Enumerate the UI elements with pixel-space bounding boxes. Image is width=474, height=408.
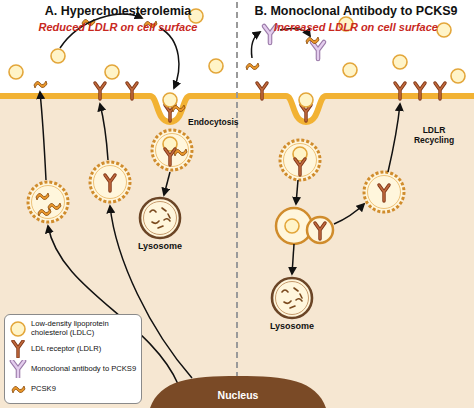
lysosome: Lysosome bbox=[130, 196, 190, 256]
endocytic-vesicle bbox=[152, 130, 192, 170]
ldlr-receptor bbox=[105, 175, 115, 191]
flow-arrow bbox=[100, 104, 108, 160]
legend-symbol bbox=[9, 340, 27, 358]
ldl-particle bbox=[105, 65, 119, 79]
secretory-vesicle bbox=[90, 162, 130, 202]
ldl-particle bbox=[163, 93, 177, 107]
endocytic-vesicle bbox=[280, 140, 320, 180]
lysosome: Lysosome bbox=[262, 276, 322, 336]
antibody-swatch bbox=[12, 361, 24, 378]
recycling-vesicle bbox=[364, 172, 404, 212]
ldl-particle bbox=[9, 65, 23, 79]
ldlr-receptor bbox=[435, 83, 445, 99]
degraded-fragment bbox=[150, 208, 170, 228]
nucleus-label: Nucleus bbox=[150, 389, 326, 401]
lysosome-label: Lysosome bbox=[130, 241, 190, 251]
ldlr-swatch bbox=[13, 341, 23, 357]
flow-arrow bbox=[388, 104, 400, 172]
ldlr-receptor bbox=[315, 223, 325, 239]
panel-title: A. Hypercholesterolemia bbox=[0, 4, 236, 18]
step-label: Endocytosis bbox=[188, 118, 238, 128]
ldl-particle bbox=[299, 93, 313, 107]
flow-arrow bbox=[160, 28, 179, 88]
pcsk9-protein bbox=[306, 37, 319, 44]
lysosome-inner bbox=[276, 282, 309, 315]
nucleus-dome bbox=[150, 376, 326, 408]
legend-item: LDL receptor (LDLR) bbox=[9, 340, 137, 358]
degraded-fragment bbox=[282, 288, 302, 308]
nucleus: Nucleus bbox=[150, 376, 326, 408]
ldlr-receptor bbox=[165, 149, 175, 165]
ldlr-receptor bbox=[295, 159, 305, 175]
ldl-particle bbox=[437, 23, 451, 37]
legend-text: Low-density lipoprotein cholesterol (LDL… bbox=[31, 320, 137, 337]
antibody bbox=[312, 42, 324, 59]
legend-item: Monoclonal antibody to PCKS9 bbox=[9, 360, 137, 378]
legend-symbol bbox=[9, 360, 27, 378]
endosome bbox=[307, 217, 333, 243]
panel-title: B. Monoclonal Antibody to PCKS9 bbox=[238, 4, 474, 18]
flow-arrow bbox=[40, 92, 46, 180]
flow-arrow bbox=[251, 32, 260, 58]
ldl-particle bbox=[51, 49, 65, 63]
ldlr-receptor bbox=[95, 83, 105, 99]
legend-symbol bbox=[9, 320, 27, 338]
flow-arrow bbox=[164, 172, 170, 195]
ldl-particle bbox=[393, 55, 407, 69]
legend-item: PCSK9 bbox=[9, 380, 137, 398]
ldl-swatch bbox=[11, 322, 25, 336]
ldlr-receptor bbox=[257, 83, 267, 99]
pcsk9-protein bbox=[174, 149, 187, 156]
panel-subtitle: Reduced LDLR on cell surface bbox=[0, 21, 236, 34]
ldlr-receptor bbox=[127, 83, 137, 99]
lysosome-outline bbox=[140, 198, 180, 238]
flow-arrow bbox=[292, 244, 294, 274]
ldlr-receptor bbox=[415, 83, 425, 99]
ldl-particle bbox=[209, 59, 223, 73]
ldlr-receptor bbox=[395, 83, 405, 99]
lysosome-outline bbox=[272, 278, 312, 318]
panel-subtitle: Increased LDLR on cell surface bbox=[238, 21, 474, 34]
legend-text: PCSK9 bbox=[31, 385, 56, 394]
step-label: LDLR Recycling bbox=[404, 126, 464, 146]
legend-symbol bbox=[9, 380, 27, 398]
legend-item: Low-density lipoprotein cholesterol (LDL… bbox=[9, 320, 137, 338]
ldlr-receptor bbox=[379, 185, 389, 201]
pcsk9-protein bbox=[36, 193, 49, 200]
ldl-particle bbox=[285, 219, 299, 233]
panel-divider bbox=[236, 2, 238, 404]
pcsk9-swatch bbox=[12, 386, 25, 393]
pcsk9-protein bbox=[246, 63, 259, 70]
lysosome-label: Lysosome bbox=[262, 321, 322, 331]
flow-arrow bbox=[334, 204, 364, 224]
legend-text: Monoclonal antibody to PCKS9 bbox=[31, 365, 136, 374]
legend-text: LDL receptor (LDLR) bbox=[31, 345, 101, 354]
ldl-particle bbox=[343, 63, 357, 77]
secretory-vesicle bbox=[28, 182, 68, 222]
pcsk9-protein bbox=[172, 105, 185, 112]
lysosome-inner bbox=[144, 202, 177, 235]
flow-arrow bbox=[296, 180, 298, 204]
pcsk9-protein bbox=[38, 209, 51, 216]
pcsk9-protein bbox=[34, 81, 47, 88]
ldl-particle bbox=[451, 69, 465, 83]
legend-box: Low-density lipoprotein cholesterol (LDL… bbox=[4, 314, 142, 404]
